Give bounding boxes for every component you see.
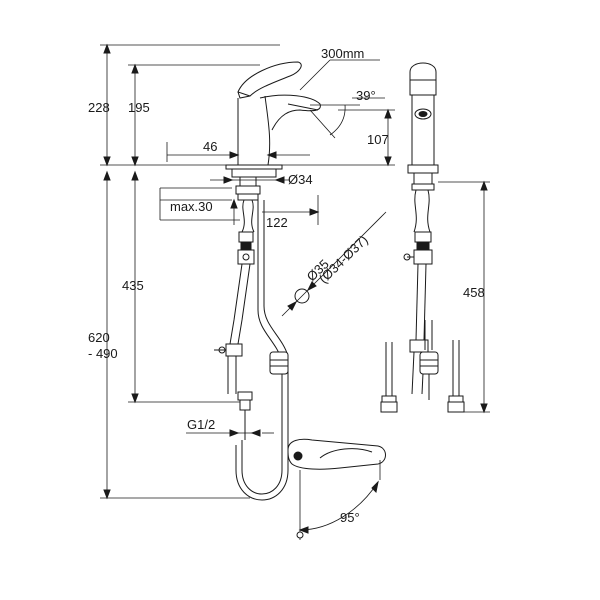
lever-rotation-view [287,438,386,540]
g12-dimension [186,429,274,437]
dim-max30-label: max.30 [170,199,213,214]
dim-107-label: 107 [367,132,389,147]
dim-g12-label: G1/2 [187,417,215,432]
dim-490-label: - 490 [88,346,118,361]
dim-39deg-label: 39° [356,88,376,103]
dim-46-label: 46 [203,139,217,154]
faucet-side-view [214,61,321,501]
dim-95deg-label: 95° [340,510,360,525]
hole-diameter-indicator [281,211,387,317]
dim-300mm-label: 300mm [321,46,364,61]
dim-228-label: 228 [88,100,110,115]
faucet-front-view [380,62,490,414]
top-dimensions [159,59,395,225]
dim-458-label: 458 [463,285,485,300]
dim-620-label: 620 [88,330,110,345]
dim-435-label: 435 [122,278,144,293]
dim-122-label: 122 [266,215,288,230]
dim-34-label: Ø34 [288,172,313,187]
dim-195-label: 195 [128,100,150,115]
